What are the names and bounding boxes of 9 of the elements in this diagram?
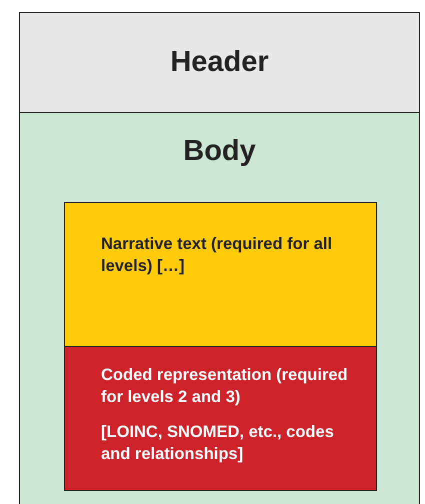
box-text: [LOINC, SNOMED, etc., codes and relationships] [101,422,335,465]
section-title: Header [169,46,270,79]
header-section [19,12,420,113]
coded-representation-box [64,346,377,491]
section-title: Body [182,135,257,168]
box-heading: Narrative text (required for all levels) […] [101,234,334,277]
narrative-text-box [64,202,377,347]
box-heading: Coded representation (required for levels 2 and 3) [101,365,349,408]
body-section [19,112,420,504]
